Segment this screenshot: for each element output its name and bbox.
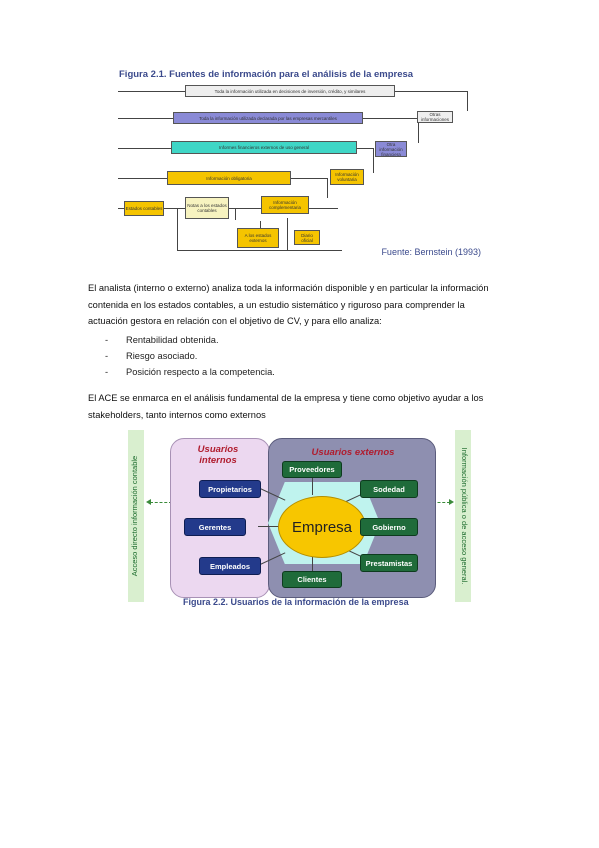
paragraph-ace: El ACE se enmarca en el análisis fundame… — [88, 393, 484, 420]
right-side-label: Información pública o de acceso general. — [460, 447, 469, 585]
info-box-notes: Notas a los estados contables — [185, 197, 229, 219]
flow-line — [235, 208, 236, 220]
pill-gobierno: Gobierno — [360, 518, 418, 536]
figure-1-source: Fuente: Bernstein (1993) — [381, 247, 481, 257]
arrow-right — [428, 502, 450, 503]
arrow-right-head — [449, 499, 454, 505]
connector — [258, 526, 288, 527]
flow-line — [418, 118, 419, 143]
info-box-supplementary: Información complementaria — [261, 196, 309, 214]
pill-propietarios: Propietarios — [199, 480, 261, 498]
empresa-label: Empresa — [291, 518, 353, 536]
flow-line — [177, 208, 178, 250]
flow-line — [177, 250, 342, 251]
pill-prestamistas: Prestamistas — [360, 554, 418, 572]
info-box-voluntary: Información voluntaria — [330, 169, 364, 185]
right-side-bar — [455, 430, 471, 602]
list-item: Riesgo asociado. — [102, 348, 482, 364]
info-box-all: Toda la información utilizada en decisio… — [185, 85, 395, 97]
info-box-declared: Toda la información utilizada declarada … — [173, 112, 363, 124]
info-box-statements: Estados contables — [124, 201, 164, 216]
info-box-to-statements: A los estados externos — [237, 228, 279, 248]
info-box-mandatory: Información obligatoria — [167, 171, 291, 185]
figure-1-title: Figura 2.1. Fuentes de información para … — [119, 69, 414, 80]
flow-line — [373, 148, 374, 173]
info-box-official: Diario oficial — [294, 230, 320, 245]
connector — [312, 557, 313, 573]
info-box-other: Otras informaciones — [417, 111, 453, 123]
pill-clientes: Clientes — [282, 571, 342, 588]
left-side-bar — [128, 430, 144, 602]
left-side-label: Acceso directo información contable — [130, 455, 139, 577]
arrow-left — [150, 502, 172, 503]
flow-line — [327, 178, 328, 198]
figure-2-2: Acceso directo información contable Info… — [128, 430, 471, 614]
empresa-ellipse: Empresa — [278, 496, 366, 558]
pill-empleados: Empleados — [199, 557, 261, 575]
flow-line — [287, 218, 288, 250]
pill-gerentes: Gerentes — [184, 518, 246, 536]
connector — [312, 477, 313, 495]
paragraph-analyst: El analista (interno o externo) analiza … — [88, 283, 489, 326]
arrow-left-head — [146, 499, 151, 505]
figure-2-1: Figura 2.1. Fuentes de información para … — [115, 66, 485, 266]
pill-proveedores: Proveedores — [282, 461, 342, 478]
list-item: Rentabilidad obtenida. — [102, 332, 482, 348]
analysis-list: Rentabilidad obtenida. Riesgo asociado. … — [102, 332, 482, 380]
internal-users-title: Usuarios internos — [197, 444, 239, 466]
info-box-external-reports: Informes financieros externos de uso gen… — [171, 141, 357, 154]
external-users-title: Usuarios externos — [311, 447, 395, 458]
pill-sociedad: Sodedad — [360, 480, 418, 498]
info-box-other-financial: Otra información financiera — [375, 141, 407, 157]
list-item: Posición respecto a la competencia. — [102, 364, 482, 380]
figure-2-title: Figura 2.2. Usuarios de la información d… — [183, 597, 409, 607]
flow-line — [467, 91, 468, 111]
